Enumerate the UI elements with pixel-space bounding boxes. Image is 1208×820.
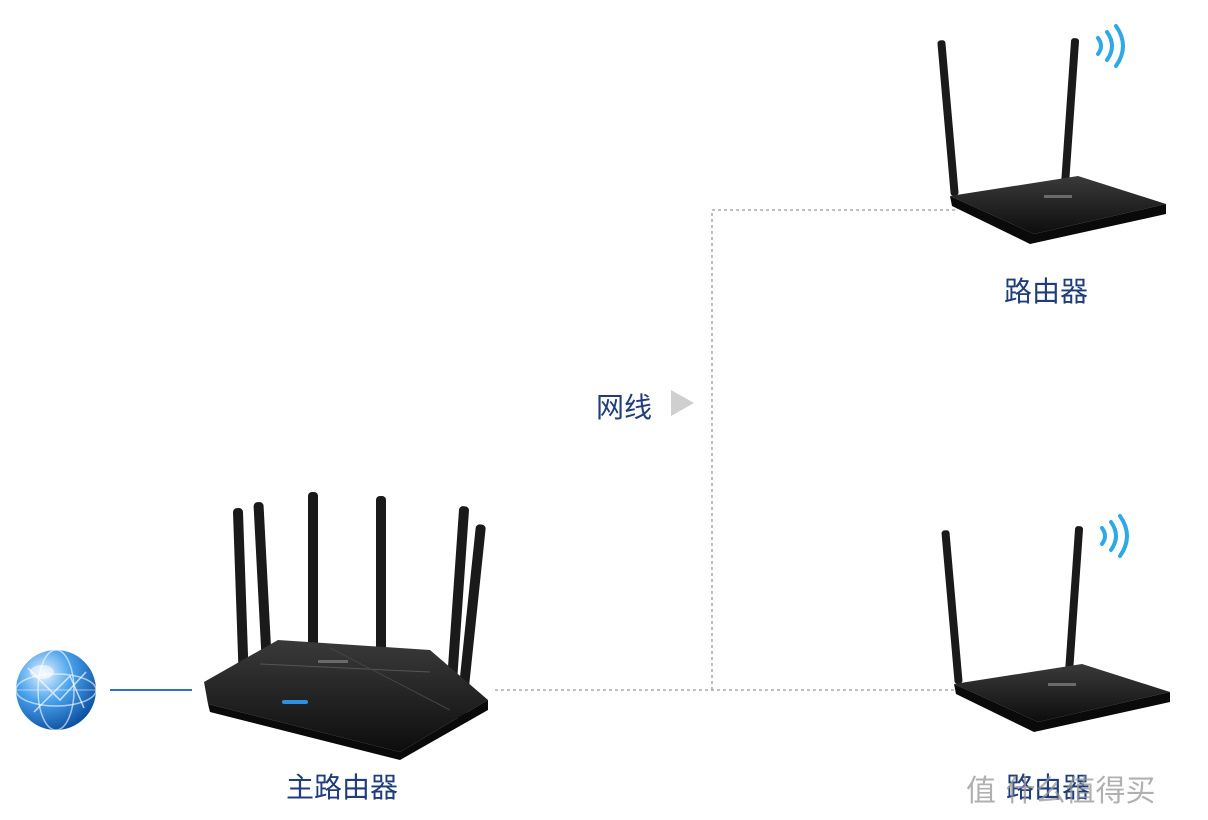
main-router-icon	[204, 492, 488, 760]
main-router-label: 主路由器	[286, 771, 399, 804]
router-icon	[937, 38, 1166, 244]
wifi-signal-icon	[1096, 24, 1125, 68]
cable-lines	[495, 209, 955, 691]
arrow-right-icon	[671, 390, 694, 416]
cable-label: 网线	[596, 391, 653, 424]
wifi-signal-icon	[1100, 514, 1129, 558]
globe-icon	[15, 649, 97, 731]
router-bottom-label: 路由器	[1006, 771, 1091, 804]
router-icon	[941, 526, 1170, 732]
watermark: 值 什么值得买	[966, 774, 1156, 809]
router-top-label: 路由器	[1004, 275, 1089, 308]
